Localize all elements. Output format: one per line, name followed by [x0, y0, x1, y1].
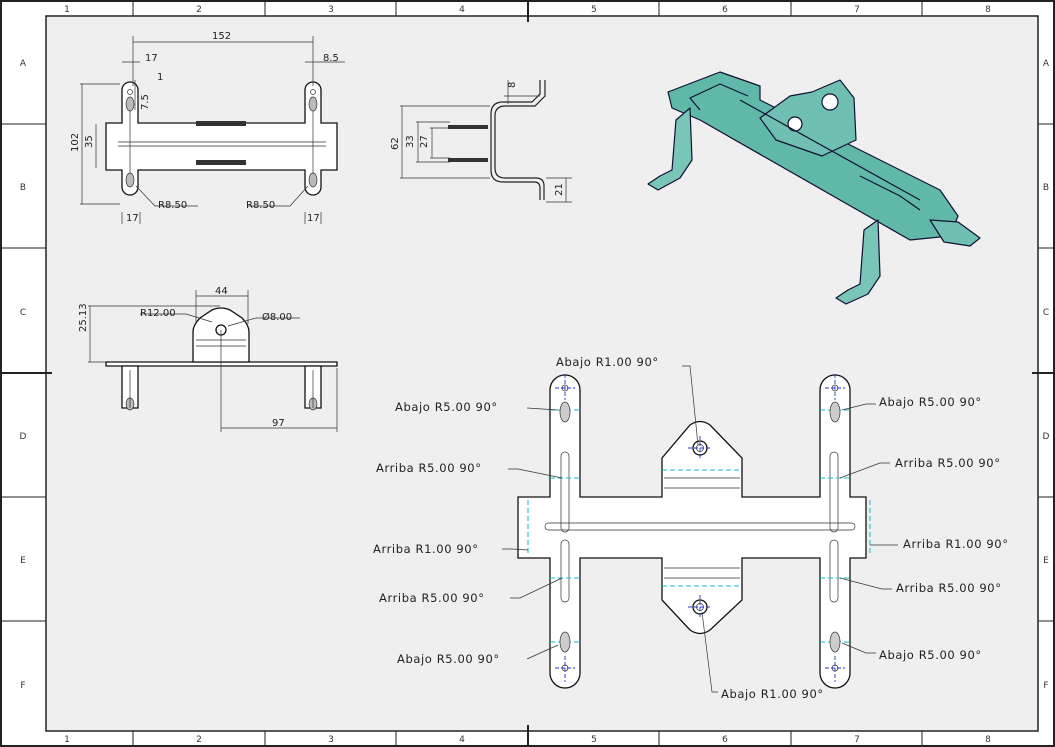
note-right-2: Arriba R5.00 90° — [895, 456, 1001, 470]
zone-col-top-6: 6 — [722, 5, 728, 15]
zone-row-right-E: E — [1043, 556, 1049, 566]
note-left-2: Arriba R5.00 90° — [376, 461, 482, 475]
zone-col-bottom-4: 4 — [459, 735, 465, 745]
zone-col-bottom-6: 6 — [722, 735, 728, 745]
note-right-5: Abajo R5.00 90° — [879, 648, 982, 662]
dim-overall-width: 152 — [212, 31, 231, 42]
flat-pattern: Abajo R1.00 90° Abajo R1.00 90° Abajo R5… — [373, 355, 1009, 701]
zone-col-bottom-8: 8 — [985, 735, 991, 745]
zone-col-bottom-3: 3 — [328, 735, 334, 745]
front-view: 25.13 R12.00 44 Ø8.00 97 — [78, 286, 338, 432]
zone-col-bottom-1: 1 — [64, 735, 70, 745]
zone-col-top-7: 7 — [854, 5, 860, 15]
zone-row-right-A: A — [1043, 59, 1050, 69]
dim-radius-right: R8.50 — [246, 200, 275, 211]
dim-inner-b: 27 — [419, 135, 430, 148]
zone-col-top-3: 3 — [328, 5, 334, 15]
dim-inner-height: 35 — [84, 135, 95, 148]
dim-tab-width-right: 8.5 — [323, 53, 339, 64]
isometric-view — [647, 71, 981, 305]
zone-row-right-B: B — [1043, 183, 1049, 193]
zone-row-left-C: C — [20, 308, 26, 318]
zone-row-left-D: D — [20, 432, 27, 442]
note-left-5: Abajo R5.00 90° — [397, 652, 500, 666]
dim-front-top-width: 44 — [215, 286, 228, 297]
dim-radius-left: R8.50 — [158, 200, 187, 211]
zone-col-top-2: 2 — [196, 5, 202, 15]
dim-front-hole: Ø8.00 — [262, 311, 292, 323]
dim-hole-tick: 1 — [157, 72, 163, 83]
zone-col-top-1: 1 — [64, 5, 70, 15]
dim-bottom-right: 17 — [307, 213, 320, 224]
top-view: 152 17 8.5 1 7.5 102 35 R8.50 R8.50 17 1… — [70, 31, 345, 224]
note-right-1: Abajo R5.00 90° — [879, 395, 982, 409]
zone-row-right-C: C — [1043, 308, 1049, 318]
side-view: 8 62 33 27 21 — [390, 80, 572, 203]
dim-front-radius: R12.00 — [140, 308, 176, 319]
dim-inner-a: 33 — [405, 135, 416, 148]
note-right-4: Arriba R5.00 90° — [896, 581, 1002, 595]
zone-col-bottom-5: 5 — [591, 735, 597, 745]
note-bottom-center: Abajo R1.00 90° — [721, 687, 824, 701]
zone-row-right-F: F — [1043, 681, 1048, 691]
zone-row-left-F: F — [20, 681, 25, 691]
note-top-center: Abajo R1.00 90° — [556, 355, 659, 369]
dim-overall-height: 102 — [70, 133, 81, 152]
zone-col-top-8: 8 — [985, 5, 991, 15]
dim-hole-offset: 7.5 — [140, 94, 151, 110]
dim-flange: 8 — [507, 82, 518, 88]
zone-row-left-A: A — [20, 59, 27, 69]
zone-col-top-5: 5 — [591, 5, 597, 15]
zone-col-top-4: 4 — [459, 5, 465, 15]
zone-row-left-B: B — [20, 183, 26, 193]
zone-col-bottom-2: 2 — [196, 735, 202, 745]
dim-bottom-left: 17 — [126, 213, 139, 224]
zone-row-left-E: E — [20, 556, 26, 566]
dim-front-offset: 97 — [272, 418, 285, 429]
note-right-3: Arriba R1.00 90° — [903, 537, 1009, 551]
dim-foot: 21 — [554, 183, 565, 196]
dim-side-height: 62 — [390, 137, 401, 150]
note-left-1: Abajo R5.00 90° — [395, 400, 498, 414]
dim-tab-offset-top: 17 — [145, 53, 158, 64]
note-left-4: Arriba R5.00 90° — [379, 591, 485, 605]
dim-front-height: 25.13 — [78, 303, 89, 332]
zone-row-right-D: D — [1043, 432, 1050, 442]
note-left-3: Arriba R1.00 90° — [373, 542, 479, 556]
zone-col-bottom-7: 7 — [854, 735, 860, 745]
